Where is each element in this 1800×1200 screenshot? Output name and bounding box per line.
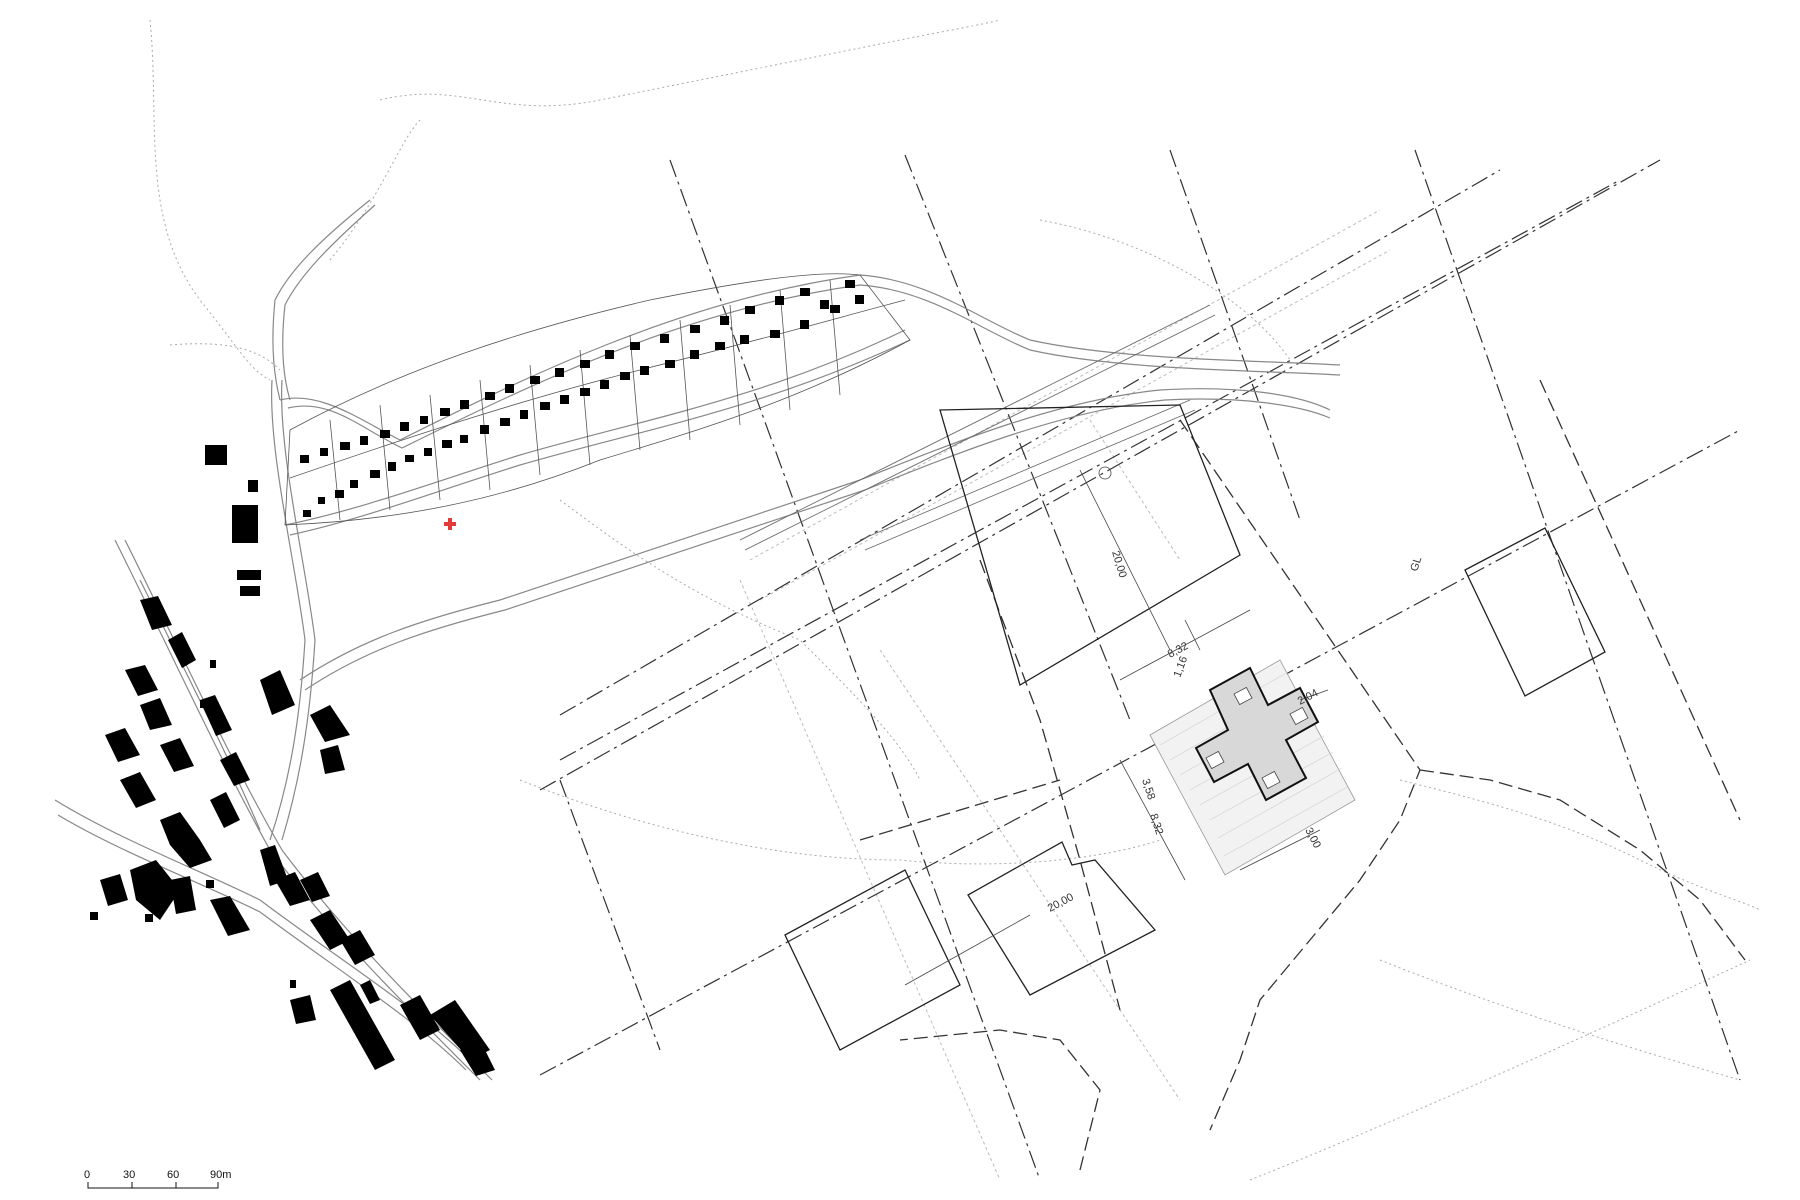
red-cross-marker-icon: [444, 518, 456, 530]
road: [284, 329, 906, 526]
dim-label-3-58: 3,58: [1139, 777, 1157, 801]
road: [304, 398, 1331, 691]
terrain-contours: [149, 19, 1761, 1181]
plot-outline: [939, 404, 1241, 686]
contour-line: [1039, 219, 1291, 361]
road: [289, 339, 911, 536]
marker-circle-icon: [1098, 466, 1112, 480]
axis-line: [904, 154, 1131, 721]
road: [279, 274, 1341, 441]
axis-line: [669, 159, 1041, 1181]
axis-line: [1414, 149, 1741, 1081]
proposed-buildings: [784, 404, 1606, 1051]
site-boundary: [859, 379, 1746, 1171]
road: [272, 199, 371, 401]
scale-label-30: 30: [123, 1169, 135, 1181]
contour-line: [379, 19, 1001, 107]
scale-bar: 0 30 60 90m: [84, 1169, 231, 1189]
building-outline: [967, 841, 1157, 996]
road: [282, 204, 376, 401]
axis-line: [559, 779, 661, 1051]
road: [281, 379, 316, 841]
dimension-lines: [904, 469, 1329, 986]
axis-line: [1169, 149, 1301, 521]
axis-line: [559, 169, 1501, 716]
roads: [54, 199, 1341, 1081]
road: [269, 379, 306, 841]
contour-line: [519, 779, 1161, 865]
dim-label-20-00-a: 20,00: [1109, 549, 1129, 579]
village-buildings: [90, 445, 495, 1076]
road: [299, 388, 1331, 681]
scale-label-90m: 90m: [210, 1169, 231, 1181]
settlement-buildings-upper: [300, 280, 864, 517]
contour-line: [559, 499, 921, 781]
section-marker-label: GL: [1408, 555, 1424, 573]
contour-line: [149, 19, 271, 381]
scale-label-0: 0: [84, 1169, 90, 1181]
contour-line: [169, 343, 281, 371]
cross-pavilion: [1149, 659, 1356, 876]
site-grid-dotted: [739, 209, 1391, 1181]
fence-strip: [739, 304, 1216, 551]
contour-line: [1379, 959, 1741, 1081]
axis-lines: [539, 149, 1741, 1181]
contour-line: [1249, 959, 1751, 1181]
pavilion-cross: [1194, 666, 1320, 802]
contour-line: [1399, 779, 1761, 911]
dim-label-3-00: 3,00: [1302, 826, 1323, 851]
parcels: [284, 273, 911, 526]
building-outline: [1464, 527, 1606, 697]
contour-line: [329, 119, 421, 261]
dim-label-20-00-b: 20,00: [1046, 891, 1076, 915]
scale-label-60: 60: [167, 1169, 179, 1181]
axis-line: [559, 179, 1621, 761]
axis-line: [539, 159, 1661, 791]
road: [54, 799, 471, 1061]
dim-label-8-32-b: 8,32: [1147, 812, 1165, 836]
building-outline: [784, 869, 961, 1051]
axis-line: [539, 429, 1741, 1076]
